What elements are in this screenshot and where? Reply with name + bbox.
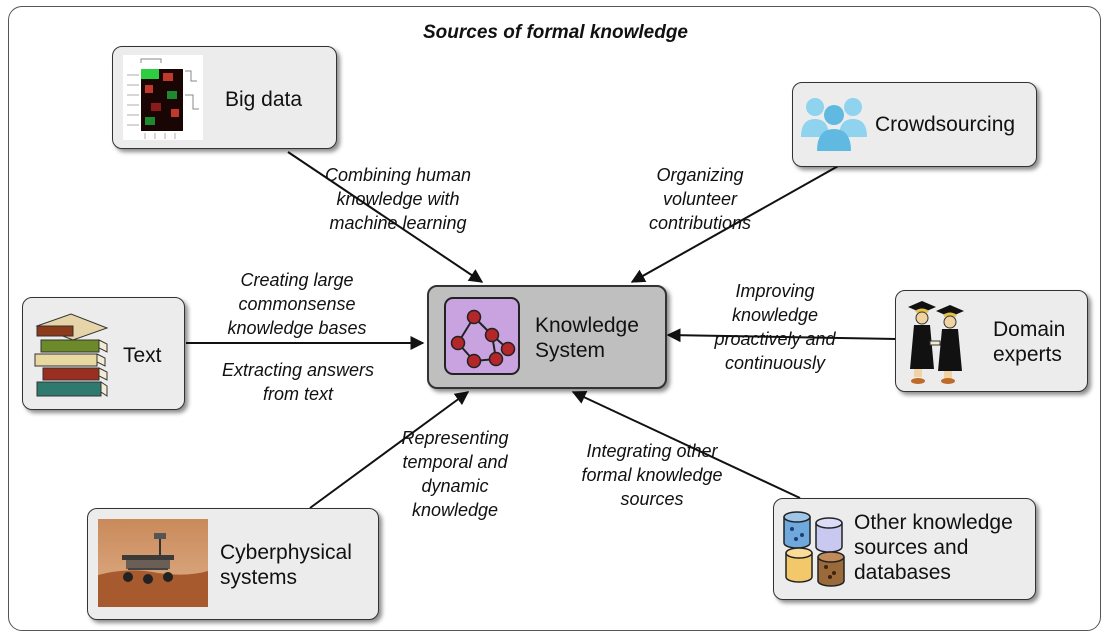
other-sources-label-line3: databases: [854, 561, 951, 584]
text-label: Text: [123, 344, 162, 367]
caption-text-extracting: Extracting answers from text: [221, 360, 375, 404]
center-label-line2: System: [535, 339, 606, 362]
big-data-label: Big data: [225, 88, 303, 111]
mars-rover-icon: [98, 519, 208, 612]
center-label-line1: Knowledge: [535, 314, 639, 337]
caption-text-commonsense: Creating large commonsense knowledge bas…: [227, 270, 367, 338]
cyberphysical-label-line2: systems: [220, 566, 298, 589]
books-icon: [31, 306, 111, 407]
knowledge-graph-icon: [444, 297, 520, 380]
heatmap-icon: [123, 55, 203, 145]
arrow-crowdsourcing: [630, 164, 841, 283]
caption-other: Integrating other formal knowledge sourc…: [581, 441, 723, 509]
text-box: Text: [22, 297, 185, 410]
graduates-icon: [906, 297, 970, 390]
arrow-cyber: [309, 391, 470, 509]
caption-experts: Improving knowledge proactively and cont…: [714, 281, 836, 373]
domain-experts-label-line2: experts: [993, 343, 1062, 366]
cyberphysical-box: Cyberphysical systems: [87, 508, 379, 620]
knowledge-system-box: Knowledge System: [427, 285, 667, 389]
diagram-title: Sources of formal knowledge: [423, 22, 688, 43]
arrow-other: [571, 390, 801, 499]
databases-icon: [782, 509, 852, 596]
people-icon: [801, 93, 867, 158]
arrow-big-data: [287, 151, 484, 283]
domain-experts-label-line1: Domain: [993, 318, 1066, 341]
caption-big-data: Combining human knowledge with machine l…: [324, 165, 472, 233]
other-sources-label-line1: Other knowledge: [854, 511, 1013, 534]
caption-cyber: Representing temporal and dynamic knowle…: [401, 428, 509, 520]
cyberphysical-label-line1: Cyberphysical: [220, 541, 352, 564]
other-sources-box: Other knowledge sources and databases: [773, 498, 1036, 600]
other-sources-label-line2: sources and: [854, 536, 969, 559]
domain-experts-box: Domain experts: [895, 290, 1088, 392]
arrow-experts: [666, 328, 897, 343]
crowdsourcing-box: Crowdsourcing: [792, 82, 1037, 167]
crowdsourcing-label: Crowdsourcing: [875, 113, 1016, 136]
big-data-box: Big data: [112, 46, 337, 149]
caption-crowdsourcing: Organizing volunteer contributions: [648, 165, 752, 233]
